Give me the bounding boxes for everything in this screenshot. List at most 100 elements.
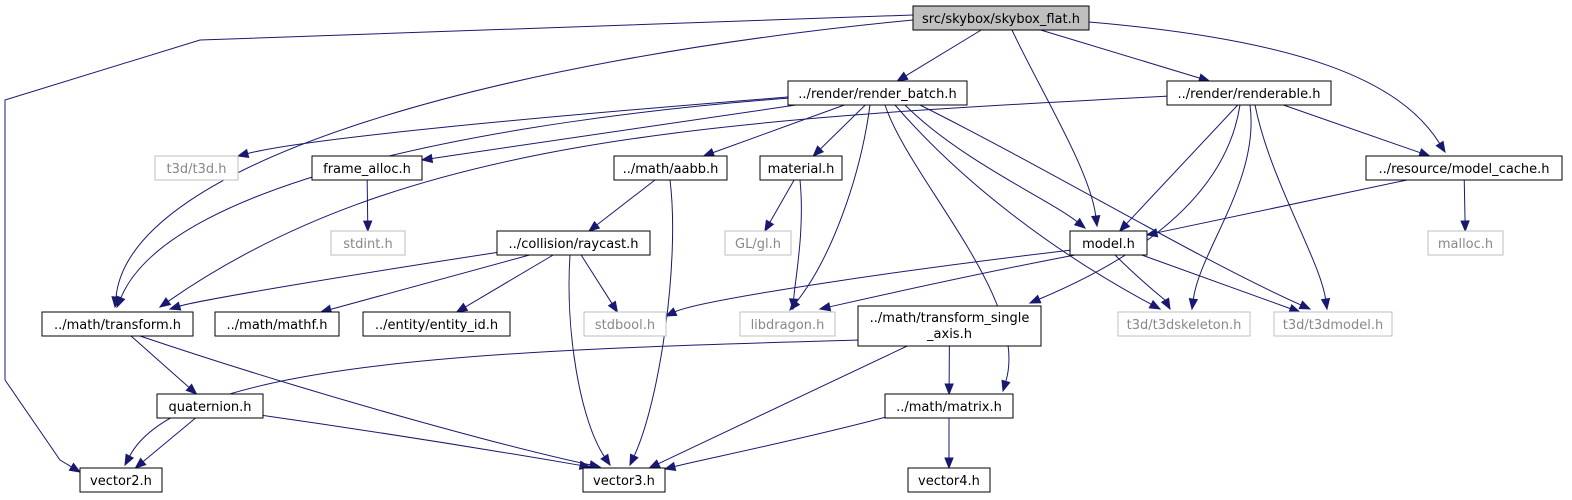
edge-line xyxy=(259,414,581,466)
node-vector4[interactable]: vector4.h xyxy=(907,467,991,493)
node-raycast[interactable]: ../collision/raycast.h xyxy=(496,230,651,256)
edge-line xyxy=(130,335,190,388)
edge-render_batch-to-model xyxy=(904,104,1087,229)
node-box xyxy=(1365,155,1563,181)
edge-raycast-to-vector3 xyxy=(568,254,611,467)
edge-model-to-libdragon xyxy=(818,254,1076,312)
node-box xyxy=(739,311,836,337)
edge-arrowhead xyxy=(1435,140,1446,154)
edge-arrowhead xyxy=(1460,220,1470,233)
edge-render_batch-to-frame_alloc xyxy=(420,104,796,164)
edge-model-to-t3dskeleton xyxy=(1114,254,1171,311)
edge-line xyxy=(1463,179,1466,222)
node-label: ../math/transform.h xyxy=(54,318,181,333)
edge-arrowhead xyxy=(124,453,135,467)
edge-line xyxy=(465,254,554,308)
node-label: vector2.h xyxy=(90,474,152,489)
node-stdint: stdint.h xyxy=(330,230,406,256)
edge-arrowhead xyxy=(648,459,661,469)
node-box xyxy=(214,311,340,337)
node-label: GL/gl.h xyxy=(735,237,781,252)
node-label-line2: _axis.h xyxy=(926,327,972,342)
edge-line xyxy=(905,29,982,77)
edge-arrowhead xyxy=(1118,220,1131,232)
edge-line xyxy=(793,179,802,300)
edge-arrowhead xyxy=(116,295,126,309)
edge-skybox_flat-to-vector2 xyxy=(4,14,914,473)
node-label: material.h xyxy=(768,162,835,177)
edge-arrowhead xyxy=(1073,217,1087,229)
node-model_cache[interactable]: ../resource/model_cache.h xyxy=(1365,155,1563,181)
edge-arrowhead xyxy=(420,153,434,164)
edge-layer xyxy=(4,14,1470,473)
edge-arrowhead xyxy=(812,145,825,157)
node-material[interactable]: material.h xyxy=(759,155,843,181)
edge-arrowhead xyxy=(134,457,147,469)
edge-arrowhead xyxy=(185,383,198,395)
edge-arrowhead xyxy=(607,300,619,314)
node-model[interactable]: model.h xyxy=(1069,230,1148,256)
node-vector2[interactable]: vector2.h xyxy=(79,467,163,493)
node-label: t3d/t3d.h xyxy=(167,162,227,177)
node-matrix[interactable]: ../math/matrix.h xyxy=(884,393,1014,419)
node-label: ../collision/raycast.h xyxy=(509,237,639,252)
node-label: t3d/t3dskeleton.h xyxy=(1127,318,1242,333)
node-box xyxy=(154,155,239,181)
node-box xyxy=(1166,80,1332,106)
edge-skybox_flat-to-render_batch xyxy=(896,29,982,82)
node-transform_single[interactable]: ../math/transform_single_axis.h xyxy=(857,305,1042,347)
edge-line xyxy=(674,415,891,467)
edge-render_batch-to-matrix xyxy=(884,104,1011,393)
edge-line xyxy=(330,254,530,310)
node-box xyxy=(884,393,1014,419)
node-label: t3d/t3dmodel.h xyxy=(1283,318,1383,333)
edge-line xyxy=(769,179,795,223)
edge-line xyxy=(829,254,1076,308)
node-label: ../math/matrix.h xyxy=(896,400,1002,415)
node-stdbool: stdbool.h xyxy=(583,311,667,337)
node-label: frame_alloc.h xyxy=(323,162,411,177)
edge-arrowhead xyxy=(702,147,716,157)
node-mathf[interactable]: ../math/mathf.h xyxy=(214,311,340,337)
node-vector3[interactable]: vector3.h xyxy=(582,467,666,493)
node-transform[interactable]: ../math/transform.h xyxy=(41,311,194,337)
node-skybox_flat[interactable]: src/skybox/skybox_flat.h xyxy=(912,5,1090,31)
edge-material-to-glgl xyxy=(764,179,795,233)
edge-arrowhead xyxy=(1090,214,1101,228)
edge-line xyxy=(366,179,369,222)
node-label: ../math/aabb.h xyxy=(623,162,719,177)
edge-line xyxy=(1156,179,1408,234)
edge-line xyxy=(1192,104,1252,300)
edge-line xyxy=(1254,104,1327,300)
node-t3d: t3d/t3d.h xyxy=(154,155,239,181)
edge-model_cache-to-model xyxy=(1145,179,1408,238)
node-frame_alloc[interactable]: frame_alloc.h xyxy=(311,155,423,181)
node-quaternion[interactable]: quaternion.h xyxy=(156,393,264,419)
edge-quaternion-to-vector2 xyxy=(134,417,196,469)
node-t3dskeleton: t3d/t3dskeleton.h xyxy=(1117,311,1251,337)
edge-arrowhead xyxy=(664,307,678,317)
edge-arrowhead xyxy=(764,219,775,233)
node-label: ../resource/model_cache.h xyxy=(1378,162,1549,177)
node-box xyxy=(79,467,163,493)
edge-arrowhead xyxy=(455,302,469,313)
edge-render_batch-to-libdragon xyxy=(789,104,871,312)
node-renderable[interactable]: ../render/renderable.h xyxy=(1166,80,1332,106)
edge-arrowhead xyxy=(68,462,82,473)
edge-arrowhead xyxy=(600,453,611,467)
edge-model-to-stdbool xyxy=(664,249,1073,317)
node-render_batch[interactable]: ../render/render_batch.h xyxy=(787,80,968,106)
edge-raycast-to-entity_id xyxy=(455,254,554,313)
edge-line xyxy=(247,96,789,154)
edge-arrowhead xyxy=(362,220,373,233)
edge-line xyxy=(431,104,796,159)
node-entity_id[interactable]: ../entity/entity_id.h xyxy=(362,311,511,337)
node-label: quaternion.h xyxy=(168,400,251,415)
edge-arrowhead xyxy=(944,383,954,396)
node-layer: src/skybox/skybox_flat.h ../render/render… xyxy=(41,5,1563,493)
edge-line xyxy=(568,254,605,457)
node-aabb[interactable]: ../math/aabb.h xyxy=(613,155,728,181)
edge-arrowhead xyxy=(1160,297,1171,311)
edge-raycast-to-stdbool xyxy=(580,254,619,314)
node-box xyxy=(857,305,1042,347)
